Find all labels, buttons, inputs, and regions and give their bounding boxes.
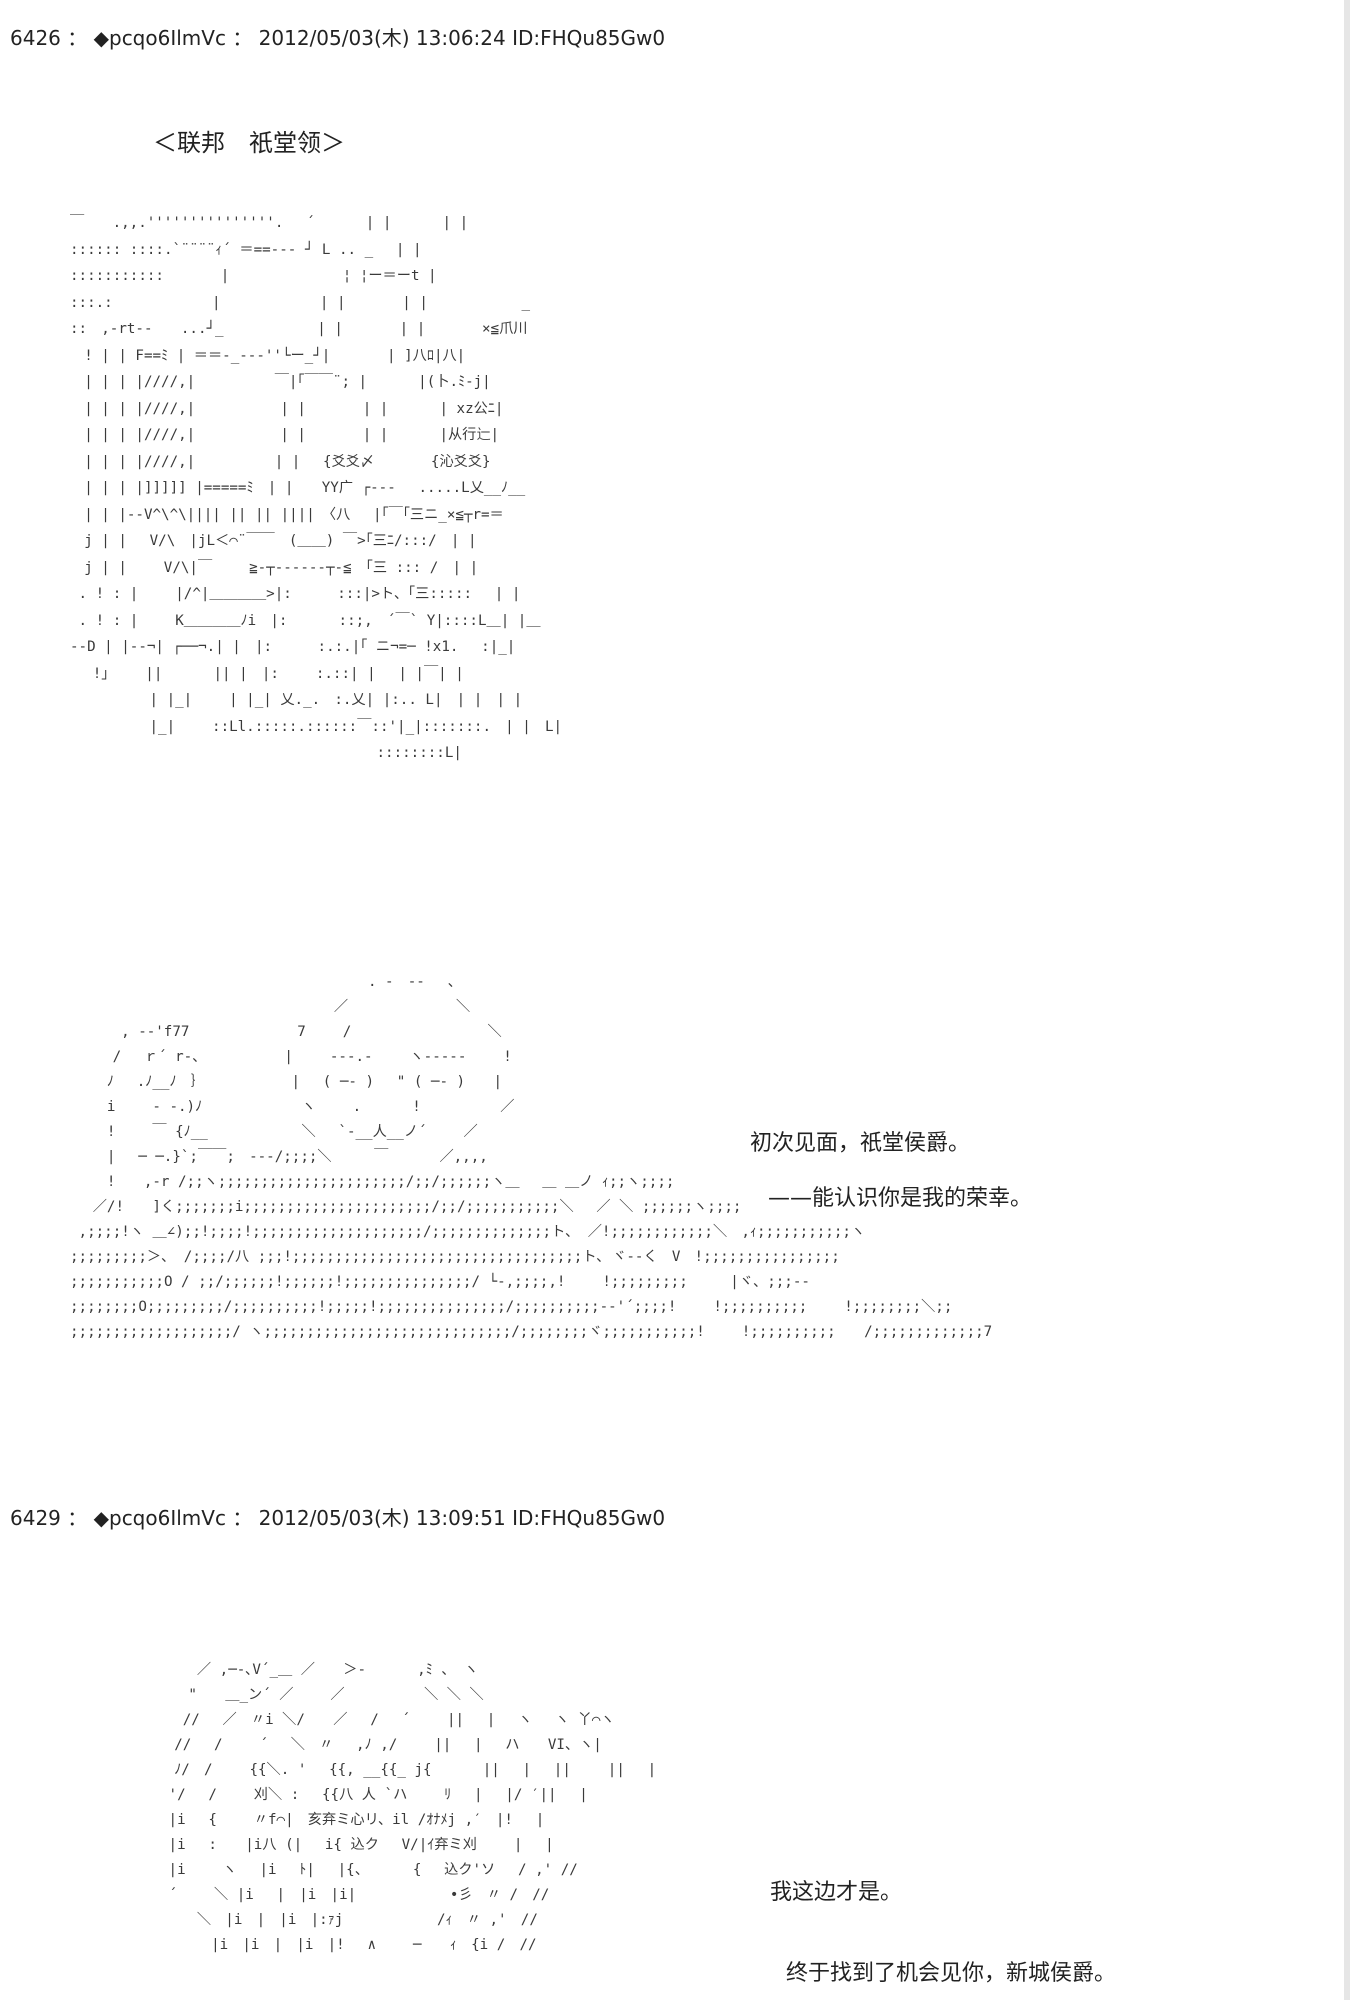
dialogue-line: ——能认识你是我的荣幸。 (768, 1186, 1033, 1211)
page-edge (1344, 0, 1350, 2000)
scene-title: ＜联邦 祇堂领＞ (153, 129, 345, 157)
dialogue-line: 初次见面，祇堂侯爵。 (750, 1131, 971, 1156)
ascii-art-girl: ／ ,─-､V´_＿ ／ ＞- ,ﾐ 、 ヽ " ＿_ン´ ／ ／ ＼ ＼ ＼ … (168, 1662, 657, 1953)
dialogue-line: 终于找到了机会见你，新城侯爵。 (786, 1961, 1117, 1986)
ascii-art-throne-room: ­￣ .,,.'''''''''''''''. ´ | | | | ::::::… (70, 215, 563, 761)
post-header-6426: 6426 ： ◆pcqo6IlmVc ： 2012/05/03(木) 13:06… (10, 26, 666, 50)
ascii-art-meeting: . - -- 、 ／ ＼ , --'f77 7 / ＼ / ｒ´ r-、 | -… (70, 974, 993, 1340)
post-header-6429: 6429 ： ◆pcqo6IlmVc ： 2012/05/03(木) 13:09… (10, 1506, 666, 1530)
dialogue-line: 我这边才是。 (770, 1880, 903, 1905)
